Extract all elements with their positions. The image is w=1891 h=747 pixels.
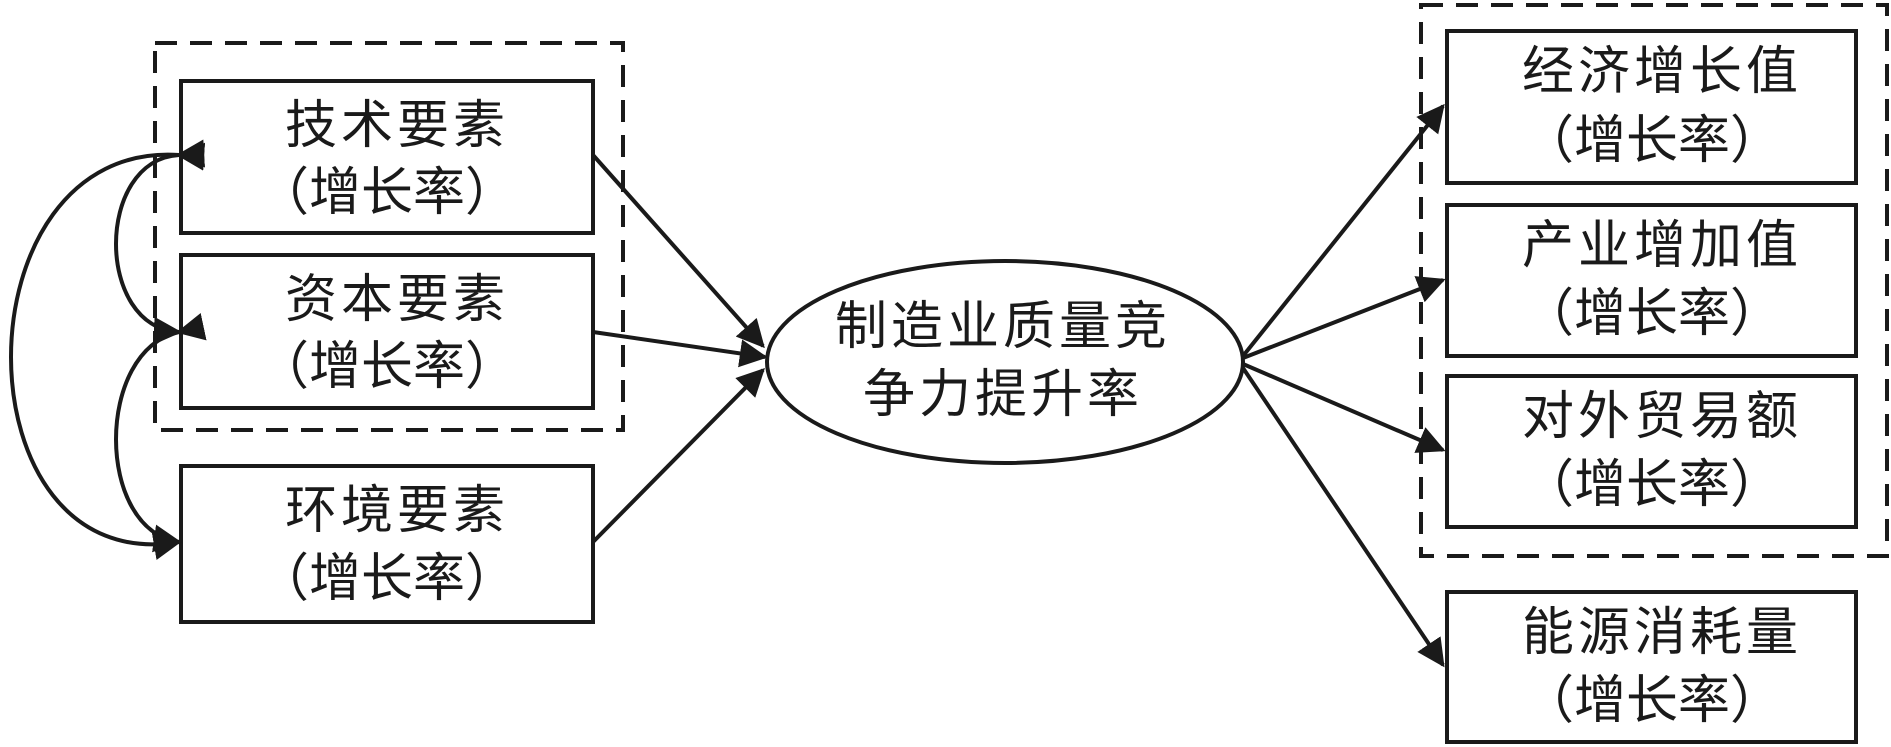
arrow-center-to-industry [1242, 276, 1446, 360]
input-node-tech-title: 技术要素 [285, 96, 509, 156]
input-node-env-title: 环境要素 [285, 481, 509, 541]
center-node-line2: 争力提升率 [863, 365, 1143, 425]
input-node-tech-sub: （增长率） [257, 163, 517, 223]
output-node-trade: 对外贸易额 （增长率） [1445, 374, 1858, 529]
output-node-econ-title: 经济增长值 [1522, 42, 1802, 102]
output-node-energy-sub: （增长率） [1522, 671, 1782, 731]
correlation-capital-env [114, 312, 207, 553]
input-node-env: 环境要素 （增长率） [179, 464, 595, 624]
arrow-env-to-center [591, 368, 765, 544]
arrow-tech-to-center [591, 153, 765, 349]
output-node-econ: 经济增长值 （增长率） [1445, 29, 1858, 185]
input-node-capital-sub: （增长率） [257, 337, 517, 397]
center-node-line1: 制造业质量竞 [835, 297, 1171, 357]
output-node-industry-sub: （增长率） [1522, 284, 1782, 344]
arrow-center-to-energy [1241, 366, 1445, 668]
input-node-capital-title: 资本要素 [285, 270, 509, 330]
input-node-env-sub: （增长率） [257, 549, 517, 609]
input-node-capital: 资本要素 （增长率） [179, 253, 595, 410]
output-node-trade-sub: （增长率） [1522, 455, 1782, 515]
arrow-capital-to-center [592, 330, 768, 368]
center-node: 制造业质量竞 争力提升率 [765, 259, 1245, 465]
correlation-tech-capital [114, 139, 206, 345]
output-node-industry: 产业增加值 （增长率） [1445, 203, 1858, 358]
output-node-energy: 能源消耗量 （增长率） [1445, 590, 1858, 744]
arrow-center-to-econ [1241, 103, 1445, 358]
output-node-energy-title: 能源消耗量 [1522, 603, 1802, 663]
arrow-center-to-trade [1242, 362, 1446, 453]
output-node-trade-title: 对外贸易额 [1522, 387, 1802, 447]
correlation-tech-env [9, 142, 206, 560]
input-node-tech: 技术要素 （增长率） [179, 79, 595, 235]
output-node-econ-sub: （增长率） [1522, 111, 1782, 171]
output-node-industry-title: 产业增加值 [1522, 216, 1802, 276]
